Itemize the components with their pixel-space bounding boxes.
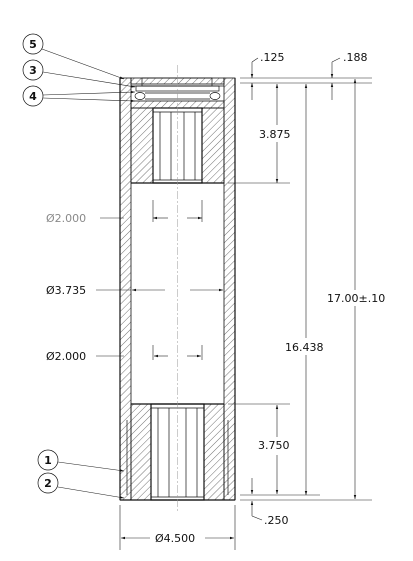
lower-insert bbox=[126, 403, 229, 501]
svg-text:Ø4.500: Ø4.500 bbox=[155, 532, 195, 545]
dim-overall-length: 17.00±.10 bbox=[327, 79, 385, 499]
balloon-4: 4 bbox=[22, 85, 136, 107]
svg-text:.125: .125 bbox=[260, 51, 285, 64]
dim-inner-length: 16.438 bbox=[285, 84, 324, 495]
svg-text:.250: .250 bbox=[264, 514, 289, 527]
o-ring-right bbox=[209, 92, 221, 100]
tube-wall-right bbox=[223, 77, 236, 501]
svg-text:1: 1 bbox=[44, 454, 52, 467]
dim-lower-insert: 3.750 bbox=[258, 405, 290, 494]
svg-text:Ø2.000: Ø2.000 bbox=[46, 212, 86, 225]
dim-lower-bore-dia: Ø2.000 bbox=[46, 345, 203, 363]
svg-text:Ø2.000: Ø2.000 bbox=[46, 350, 86, 363]
svg-text:17.00±.10: 17.00±.10 bbox=[327, 292, 385, 305]
dimensions: .125 .188 3.875 16.438 17.00±.10 bbox=[46, 51, 385, 550]
dim-top-wall: .125 bbox=[250, 51, 285, 100]
balloon-5: 5 bbox=[22, 33, 125, 80]
dim-upper-bore-dia: Ø2.000 bbox=[46, 200, 203, 225]
svg-text:2: 2 bbox=[44, 477, 52, 490]
svg-text:Ø3.735: Ø3.735 bbox=[46, 284, 86, 297]
balloon-1: 1 bbox=[37, 449, 125, 472]
dim-middle-dia: Ø3.735 bbox=[46, 284, 223, 297]
tube-section-view bbox=[119, 65, 236, 512]
balloon-3: 3 bbox=[22, 59, 136, 88]
svg-text:16.438: 16.438 bbox=[285, 341, 324, 354]
svg-text:3.750: 3.750 bbox=[258, 439, 290, 452]
tube-wall-left bbox=[119, 77, 132, 501]
dim-upper-insert: 3.875 bbox=[259, 84, 291, 183]
svg-text:5: 5 bbox=[29, 38, 37, 51]
dim-outer-dia: Ø4.500 bbox=[119, 505, 236, 550]
balloon-2: 2 bbox=[37, 472, 125, 499]
svg-text:3.875: 3.875 bbox=[259, 128, 291, 141]
svg-text:.188: .188 bbox=[343, 51, 368, 64]
svg-text:4: 4 bbox=[29, 90, 37, 103]
dim-top-gap: .188 bbox=[330, 51, 368, 100]
o-ring-left bbox=[134, 92, 146, 100]
balloons: 5 3 4 1 2 bbox=[22, 33, 136, 499]
dim-bottom-wall: .250 bbox=[250, 478, 289, 527]
svg-text:3: 3 bbox=[29, 64, 37, 77]
